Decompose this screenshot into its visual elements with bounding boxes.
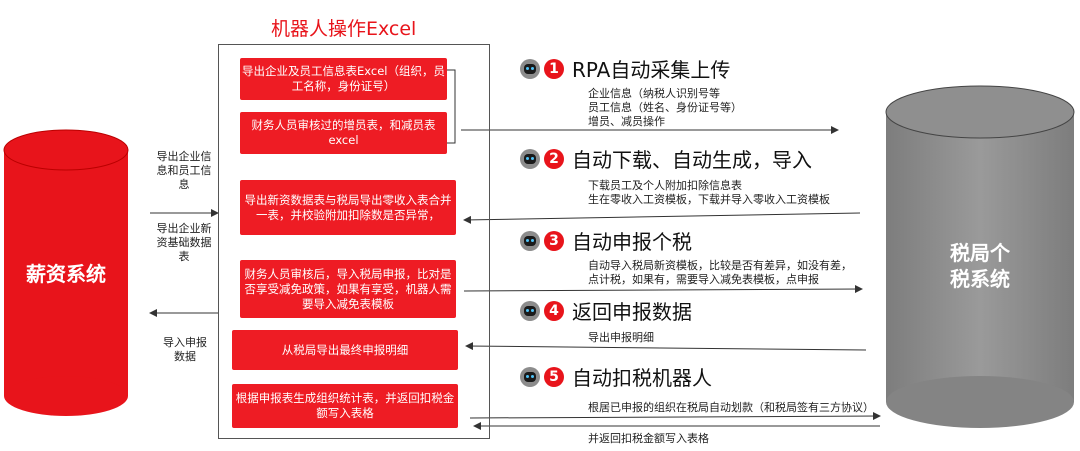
arrow-icon (463, 285, 863, 294)
step-line: 根居已申报的组织在税局自动划款（和税局签有三方协议） (588, 401, 874, 414)
process-box: 导出企业及员工信息表Excel（组织，员工名称，身份证号） (240, 58, 447, 100)
salary-system-label: 薪资系统 (26, 262, 106, 286)
salary-system-cylinder: 薪资系统 (0, 128, 132, 418)
step-line: 导出申报明细 (588, 331, 654, 344)
step-line: 生在零收入工资模板，下载并导入零收入工资模板 (588, 193, 830, 206)
bracket (447, 69, 456, 144)
step-number-badge: 3 (544, 230, 564, 251)
note-export-base: 导出企业新资基础数据表 (156, 222, 212, 263)
process-box: 财务人员审核过的增员表，和减员表excel (240, 112, 447, 154)
step-line: 增员、减员操作 (588, 115, 665, 128)
step-title: 自动扣税机器人 (572, 366, 712, 390)
arrow-icon (465, 342, 867, 351)
step-number-badge: 5 (544, 366, 564, 387)
tax-system-label: 税局个税系统 (950, 241, 1010, 291)
step-4: 4 返回申报数据 导出申报明细 (520, 296, 880, 345)
step-title: RPA自动采集上传 (572, 58, 731, 82)
step-title: 自动下载、自动生成，导入 (572, 148, 812, 172)
cylinder-shape (885, 85, 1075, 428)
step-2: 2 自动下载、自动生成，导入 下载员工及个人附加扣除信息表 生在零收入工资模板，… (520, 144, 880, 207)
step-1: 1 RPA自动采集上传 企业信息（纳税人识别号等 员工信息（姓名、身份证号等） … (520, 54, 880, 129)
robot-icon (520, 300, 540, 321)
process-box: 根据申报表生成组织统计表，并返回扣税金额写入表格 (232, 384, 458, 428)
process-box: 财务人员审核后，导入税局申报，比对是否享受减免政策，如果有享受，机器人需要导入减… (240, 260, 456, 318)
step-line: 员工信息（姓名、身份证号等） (588, 101, 742, 114)
step-3: 3 自动申报个税 自动导入税局新资模板，比较是否有差异，如没有差， 点计税，如果… (520, 226, 890, 287)
robot-icon (520, 58, 540, 79)
robot-icon (520, 148, 540, 169)
step-number-badge: 2 (544, 148, 564, 169)
tax-system-cylinder: 税局个税系统 (882, 82, 1078, 432)
arrow-icon (463, 212, 861, 224)
arrow-icon (469, 412, 881, 421)
bottom-note: 并返回扣税金额写入表格 (588, 432, 709, 445)
page-title: 机器人操作Excel (271, 18, 417, 40)
step-line: 企业信息（纳税人识别号等 (588, 87, 720, 100)
note-export-info: 导出企业信息和员工信息 (156, 150, 212, 191)
robot-icon (520, 366, 540, 387)
step-line: 下载员工及个人附加扣除信息表 (588, 179, 742, 192)
step-title: 自动申报个税 (572, 230, 692, 254)
step-title: 返回申报数据 (572, 300, 692, 324)
process-box: 从税局导出最终申报明细 (232, 330, 458, 370)
process-box: 导出新资数据表与税局导出零收入表合并一表，并校验附加扣除数是否异常， (240, 180, 456, 235)
robot-icon (520, 230, 540, 251)
process-frame (218, 44, 490, 439)
step-number-badge: 4 (544, 300, 564, 321)
note-import-data: 导入申报数据 (163, 336, 207, 363)
cylinder-shape (3, 129, 129, 416)
step-number-badge: 1 (544, 58, 564, 79)
step-line: 点计税，如果有，需要导入减免表模板，点申报 (588, 273, 819, 286)
step-5: 5 自动扣税机器人 根居已申报的组织在税局自动划款（和税局签有三方协议） (520, 362, 900, 415)
step-line: 自动导入税局新资模板，比较是否有差异，如没有差， (588, 259, 852, 272)
